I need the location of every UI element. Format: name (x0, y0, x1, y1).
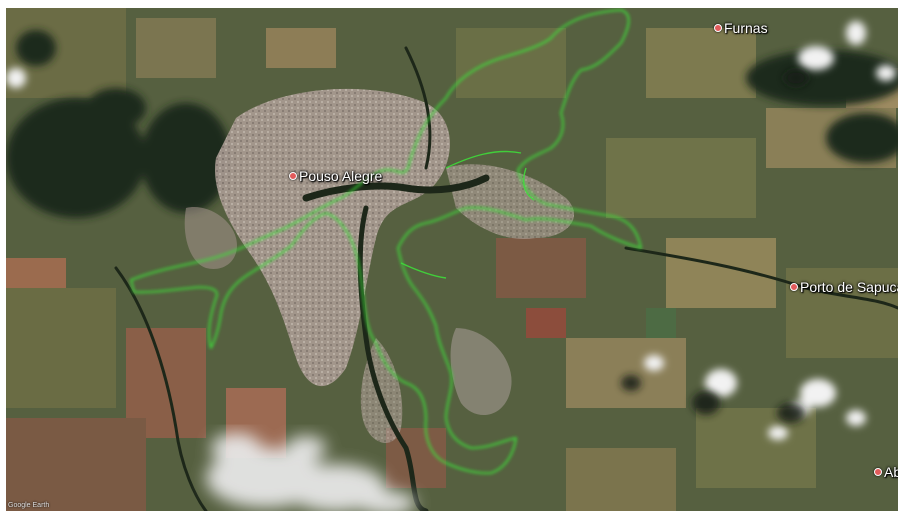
place-name: Porto de Sapuca (800, 279, 898, 295)
cloud-shadows (621, 70, 808, 423)
place-marker-icon (289, 172, 297, 180)
place-marker-icon (714, 24, 722, 32)
urban-area (184, 88, 575, 443)
place-label-pouso-alegre[interactable]: Pouso Alegre (289, 168, 382, 184)
place-name: Furnas (724, 20, 768, 36)
place-marker-icon (874, 468, 882, 476)
municipal-boundary (130, 9, 642, 475)
map-imagery (6, 8, 898, 511)
place-marker-icon (790, 283, 798, 291)
place-name: Pouso Alegre (299, 168, 383, 184)
satellite-map[interactable]: Furnas Pouso Alegre Porto de Sapuca Ab G… (6, 8, 898, 511)
place-name: Ab (884, 464, 898, 480)
map-attribution: Google Earth (8, 502, 50, 509)
boundary-inner (400, 150, 535, 279)
cloud-bank (206, 433, 416, 511)
place-label-ab[interactable]: Ab (874, 464, 898, 480)
rivers (114, 46, 898, 511)
field-patches (6, 8, 898, 511)
place-label-furnas[interactable]: Furnas (714, 20, 768, 36)
place-label-porto-de-sapucai[interactable]: Porto de Sapuca (790, 279, 898, 295)
forest-areas (6, 30, 898, 218)
